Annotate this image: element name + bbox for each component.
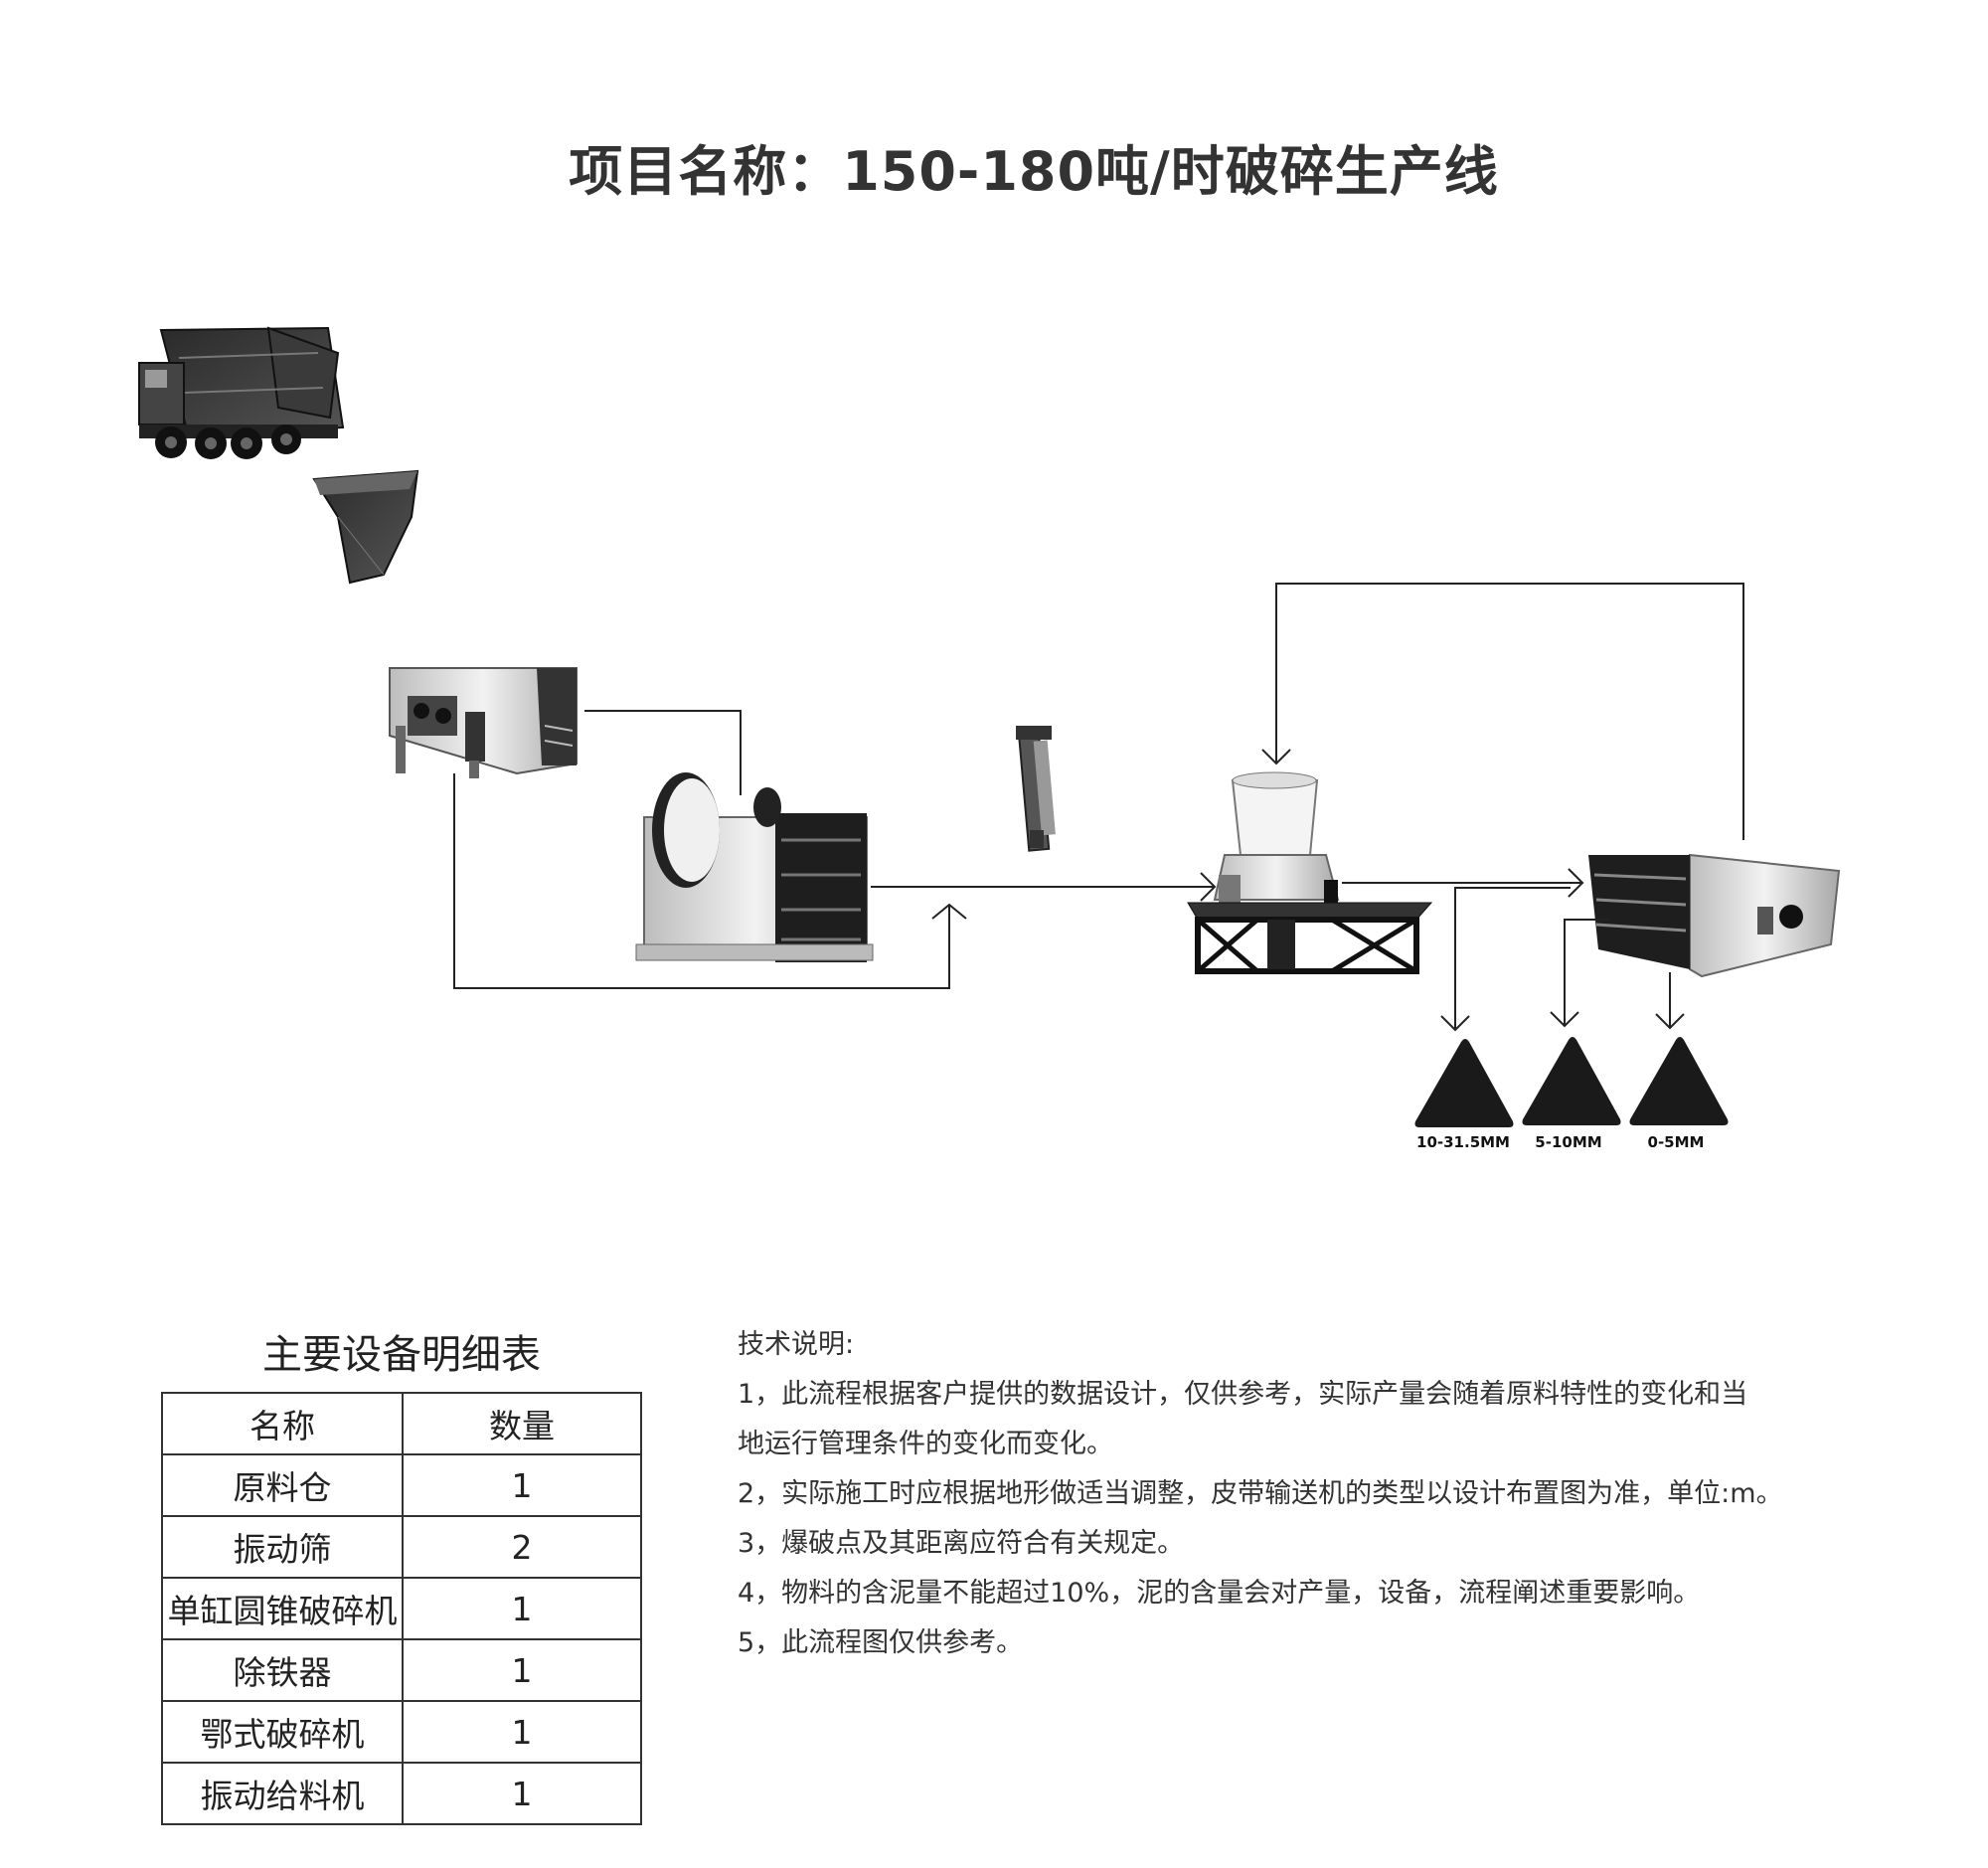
product-label: 10-31.5MM <box>1416 1133 1510 1151</box>
table-row: 鄂式破碎机 1 <box>161 1700 642 1764</box>
recycle-loop-line <box>1275 583 1744 840</box>
dump-truck-icon <box>138 326 345 459</box>
equipment-quantity: 1 <box>402 1700 642 1764</box>
equipment-quantity: 1 <box>402 1453 642 1517</box>
flow-lines <box>453 583 1744 1032</box>
notes-line: 2，实际施工时应根据地形做适当调整，皮带输送机的类型以设计布置图为准，单位:m。 <box>738 1478 1783 1509</box>
screen-output-arrow-1 <box>1440 1015 1470 1032</box>
iron-remover-icon <box>1016 726 1056 852</box>
jaw-crusher-icon <box>635 772 874 962</box>
equipment-name: 振动筛 <box>161 1515 404 1579</box>
notes-line: 5，此流程图仅供参考。 <box>738 1627 1024 1658</box>
equipment-quantity: 1 <box>402 1762 642 1825</box>
cone-to-screen-arrow-head <box>1568 868 1584 898</box>
notes-line: 3，爆破点及其距离应符合有关规定。 <box>738 1528 1185 1559</box>
column-header-name: 名称 <box>161 1392 404 1455</box>
equipment-name: 除铁器 <box>161 1638 404 1702</box>
vibrating-screen-icon <box>1588 853 1841 978</box>
equipment-name: 单缸圆锥破碎机 <box>161 1577 404 1640</box>
product-label: 5-10MM <box>1535 1133 1601 1151</box>
screen-output-arrow-3 <box>1655 1013 1685 1030</box>
column-header-quantity: 数量 <box>402 1392 642 1455</box>
cone-crusher-icon <box>1187 771 1433 974</box>
equipment-quantity: 1 <box>402 1638 642 1702</box>
equipment-name: 原料仓 <box>161 1453 404 1517</box>
page-title: 项目名称：150-180吨/时破碎生产线 <box>569 140 1499 203</box>
table-row: 振动给料机 1 <box>161 1762 642 1825</box>
table-row: 除铁器 1 <box>161 1638 642 1702</box>
raw-material-hopper-icon <box>312 469 419 585</box>
notes-line: 地运行管理条件的变化而变化。 <box>738 1429 1113 1459</box>
table-row: 振动筛 2 <box>161 1515 642 1579</box>
vibrating-feeder-icon <box>389 667 578 778</box>
equipment-table: 名称 数量 原料仓 1 振动筛 2 单缸圆锥破碎机 1 除铁器 1 鄂式破碎机 … <box>161 1392 642 1825</box>
equipment-quantity: 1 <box>402 1577 642 1640</box>
equipment-quantity: 2 <box>402 1515 642 1579</box>
recycle-arrow-head <box>1261 749 1291 765</box>
bypass-arrow-head <box>931 903 967 920</box>
table-row: 原料仓 1 <box>161 1453 642 1517</box>
equipment-table-title: 主要设备明细表 <box>262 1332 541 1378</box>
stockpile-10-31-5mm <box>1414 1039 1514 1127</box>
table-row: 单缸圆锥破碎机 1 <box>161 1577 642 1640</box>
jaw-to-cone-arrow-head <box>1200 872 1217 902</box>
stockpile-0-5mm <box>1629 1037 1729 1125</box>
product-label: 0-5MM <box>1648 1133 1705 1151</box>
screen-output-arrow-2 <box>1550 1011 1579 1028</box>
stockpile-5-10mm <box>1522 1037 1621 1125</box>
notes-line: 1，此流程根据客户提供的数据设计，仅供参考，实际产量会随着原料特性的变化和当 <box>738 1379 1748 1410</box>
product-stockpiles: 10-31.5MM 5-10MM 0-5MM <box>1414 1037 1729 1151</box>
technical-notes: 技术说明: 1，此流程根据客户提供的数据设计，仅供参考，实际产量会随着原料特性的… <box>738 1320 1891 1668</box>
process-flow-diagram: 10-31.5MM 5-10MM 0-5MM <box>138 326 1841 1151</box>
notes-line: 4，物料的含泥量不能超过10%，泥的含量会对产量，设备，流程阐述重要影响。 <box>738 1578 1701 1609</box>
feeder-to-jaw-line <box>584 710 742 795</box>
equipment-name: 鄂式破碎机 <box>161 1700 404 1764</box>
screen-output-line-1 <box>1454 887 1571 1030</box>
notes-heading: 技术说明: <box>738 1329 855 1360</box>
equipment-name: 振动给料机 <box>161 1762 404 1825</box>
screen-output-line-2 <box>1564 919 1610 1026</box>
feeder-bypass-line <box>453 773 950 989</box>
table-header-row: 名称 数量 <box>161 1392 642 1455</box>
